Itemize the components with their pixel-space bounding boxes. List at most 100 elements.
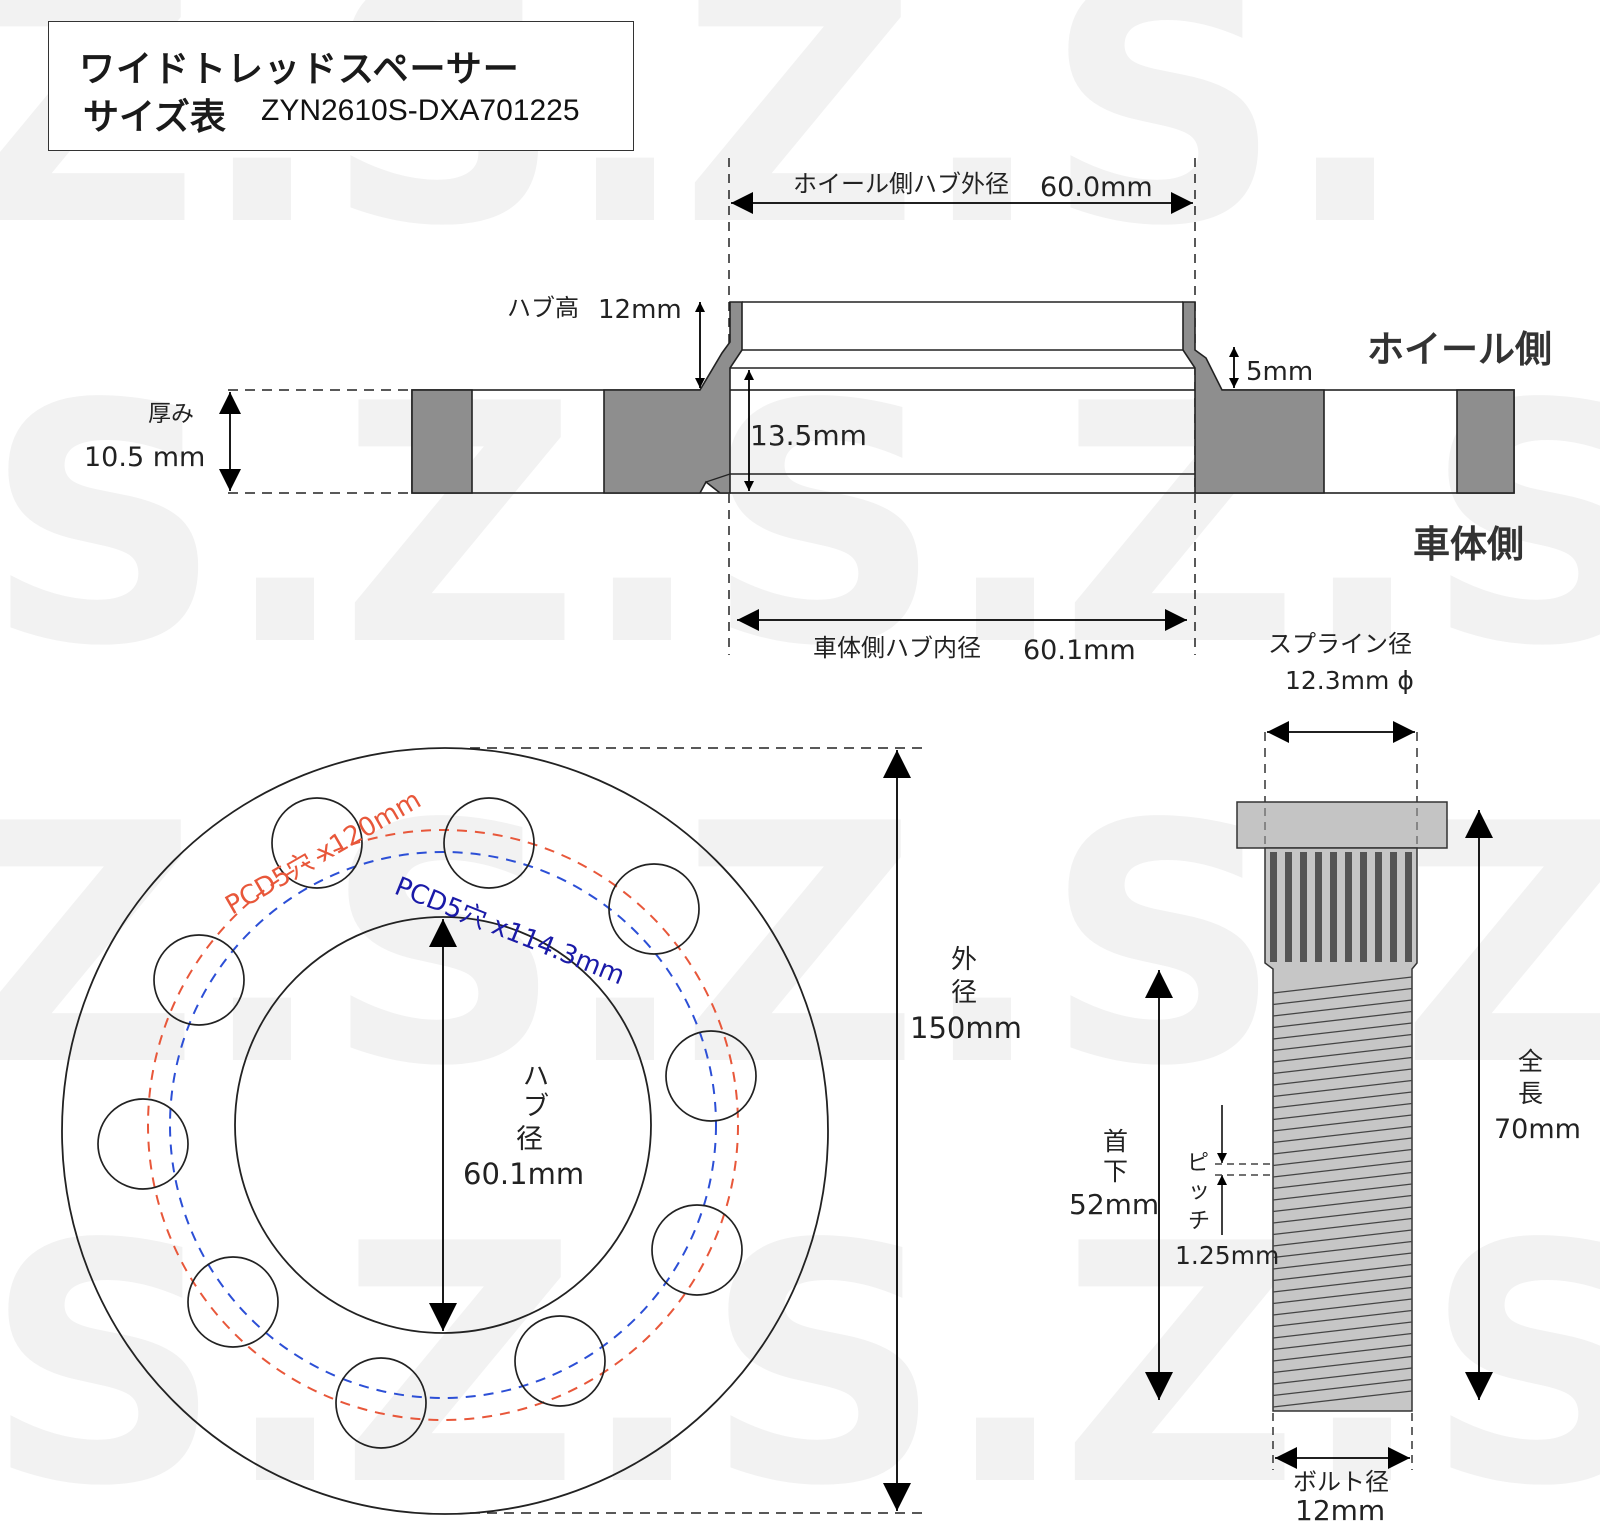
title-model-code: ZYN2610S-DXA701225 (261, 94, 580, 127)
thread-line (1272, 1229, 1413, 1247)
thread-line (1272, 1022, 1413, 1040)
cross-section-view (228, 158, 1515, 655)
spline-tooth (1375, 852, 1382, 962)
thread-line (1272, 1194, 1413, 1213)
body-hub-inner-diameter-label: 車体側ハブ内径 (813, 634, 981, 662)
thread-line (1272, 1171, 1413, 1190)
spline-tooth (1360, 852, 1367, 962)
svg-text:Z.S.: Z.S. (0, 1174, 348, 1533)
title-box: ワイドトレッドスペーサー サイズ表 ZYN2610S-DXA701225 (48, 21, 634, 151)
under-head-value: 52mm (1069, 1188, 1159, 1221)
thread-line (1272, 1091, 1413, 1109)
dimension-arrows (219, 192, 1239, 631)
svg-text:Z.S.: Z.S. (680, 0, 1408, 298)
spline-tooth (1285, 852, 1292, 962)
bolt-diameter-label: ボルト径 (1293, 1468, 1389, 1496)
total-length-label-2: 長 (1518, 1079, 1543, 1108)
wheel-hub-outer-diameter-value: 60.0mm (1040, 172, 1153, 203)
outer-diameter-label-2: 径 (951, 978, 977, 1008)
hub-bore-circle (234, 916, 652, 1334)
bolt-hole (665, 1030, 757, 1122)
spline-tooth (1390, 852, 1397, 962)
pcd-120-circle (147, 829, 739, 1421)
bolt-hole (97, 1098, 189, 1190)
body-hub-inner-diameter-value: 60.1mm (1023, 635, 1136, 666)
thread-line (1272, 1125, 1413, 1144)
inner-depth-value: 13.5mm (750, 419, 867, 452)
hub-diameter-value: 60.1mm (463, 1157, 584, 1191)
front-view (61, 747, 925, 1515)
thread-line (1272, 1309, 1413, 1328)
thread-line (1272, 1068, 1413, 1086)
spline-tooth (1405, 852, 1412, 962)
bolt-hole (608, 863, 700, 955)
hub-height-value: 12mm (598, 295, 682, 325)
thread-line (1272, 1183, 1413, 1201)
body-side-label: 車体側 (1413, 523, 1524, 566)
pitch-label-2: ッ (1188, 1179, 1210, 1204)
hub-height-label: ハブ高 (507, 294, 579, 322)
stud-bolt-view (1145, 721, 1493, 1470)
thread-line (1272, 1033, 1413, 1052)
pitch-label-3: チ (1188, 1209, 1210, 1234)
bolt-diameter-value: 12mm (1295, 1494, 1385, 1527)
hub-diameter-label-1: ハ (523, 1062, 549, 1092)
thread-line (1272, 1332, 1413, 1351)
thread-line (1272, 1160, 1413, 1178)
thread-line (1272, 1378, 1413, 1397)
thread-line (1272, 1390, 1413, 1408)
step-value: 5mm (1246, 357, 1313, 387)
spline-diameter-label: スプライン径 (1268, 630, 1412, 658)
thread-line (1272, 1137, 1413, 1155)
outer-diameter-label-1: 外 (951, 945, 977, 975)
spline-tooth (1330, 852, 1337, 962)
total-length-value: 70mm (1494, 1114, 1581, 1145)
thread-line (1272, 1102, 1413, 1121)
pitch-value: 1.25mm (1175, 1241, 1279, 1270)
wheel-side-label: ホイール側 (1367, 328, 1552, 371)
spline-tooth (1300, 852, 1307, 962)
bolt-hole (271, 797, 363, 889)
thread-line (1272, 1355, 1413, 1374)
pcd-114-circle (169, 851, 717, 1399)
bolt-hole (514, 1315, 606, 1407)
hub-diameter-label-3: 径 (516, 1124, 543, 1155)
bolt-head (1236, 801, 1448, 849)
spacer-outer-circle (61, 747, 829, 1515)
thread-line (1272, 1286, 1413, 1305)
thread-line (1272, 1321, 1413, 1339)
thread-line (1272, 1240, 1413, 1259)
thread-line (1272, 1263, 1413, 1282)
thickness-value: 10.5 mm (84, 442, 205, 473)
thread-line (1272, 1056, 1413, 1075)
spline-tooth (1270, 852, 1277, 962)
thread-line (1272, 1298, 1413, 1316)
under-head-label-1: 首 (1103, 1127, 1128, 1156)
bolt-hole (335, 1357, 427, 1449)
thread-line (1272, 987, 1413, 1006)
bolt-hole (443, 797, 535, 889)
spline-tooth (1345, 852, 1352, 962)
thread-line (1272, 1206, 1413, 1224)
thickness-label: 厚み (148, 401, 194, 427)
thread-line (1272, 976, 1413, 994)
total-length-label-1: 全 (1518, 1047, 1543, 1076)
thread-line (1272, 999, 1413, 1017)
hub-diameter-label-2: ブ (523, 1092, 549, 1122)
thread-line (1272, 1344, 1413, 1362)
bolt-hole (651, 1204, 743, 1296)
bolt-hole (153, 934, 245, 1026)
spline-diameter-value: 12.3mm ϕ (1285, 666, 1414, 695)
thread-line (1272, 1079, 1413, 1098)
thread-line (1272, 1045, 1413, 1063)
svg-text:Z.S.: Z.S. (0, 334, 348, 718)
svg-text:Z.S.: Z.S. (340, 1174, 1068, 1533)
pitch-label-1: ピ (1187, 1151, 1209, 1176)
thread-line (1272, 1367, 1413, 1385)
thread-line (1272, 1010, 1413, 1029)
under-head-label-2: 下 (1103, 1157, 1128, 1186)
title-product-name: ワイドトレッドスペーサー (79, 49, 520, 90)
thread-line (1272, 1275, 1413, 1293)
thread-line (1272, 1148, 1413, 1167)
